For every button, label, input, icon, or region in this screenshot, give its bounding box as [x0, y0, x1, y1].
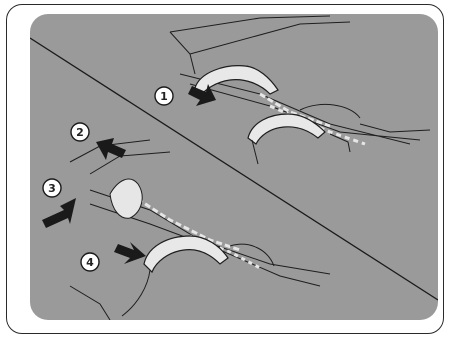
push-arrow-icon: [96, 138, 126, 160]
hair-clip-illustration: 1 2 3 4: [30, 14, 438, 320]
callout-3: 3: [43, 179, 61, 197]
svg-text:2: 2: [76, 126, 84, 139]
callout-1: 1: [155, 87, 173, 105]
hair-clip: [248, 114, 325, 144]
svg-text:4: 4: [86, 256, 94, 269]
push-arrow-icon: [114, 242, 146, 264]
hair-clip: [144, 236, 228, 272]
lower-scene: [70, 140, 330, 320]
callout-2: 2: [71, 123, 89, 141]
illustration-panel: 1 2 3 4: [30, 14, 438, 320]
callout-4: 4: [81, 253, 99, 271]
svg-text:1: 1: [160, 90, 168, 103]
push-arrow-icon: [42, 198, 76, 228]
svg-text:3: 3: [48, 182, 56, 195]
